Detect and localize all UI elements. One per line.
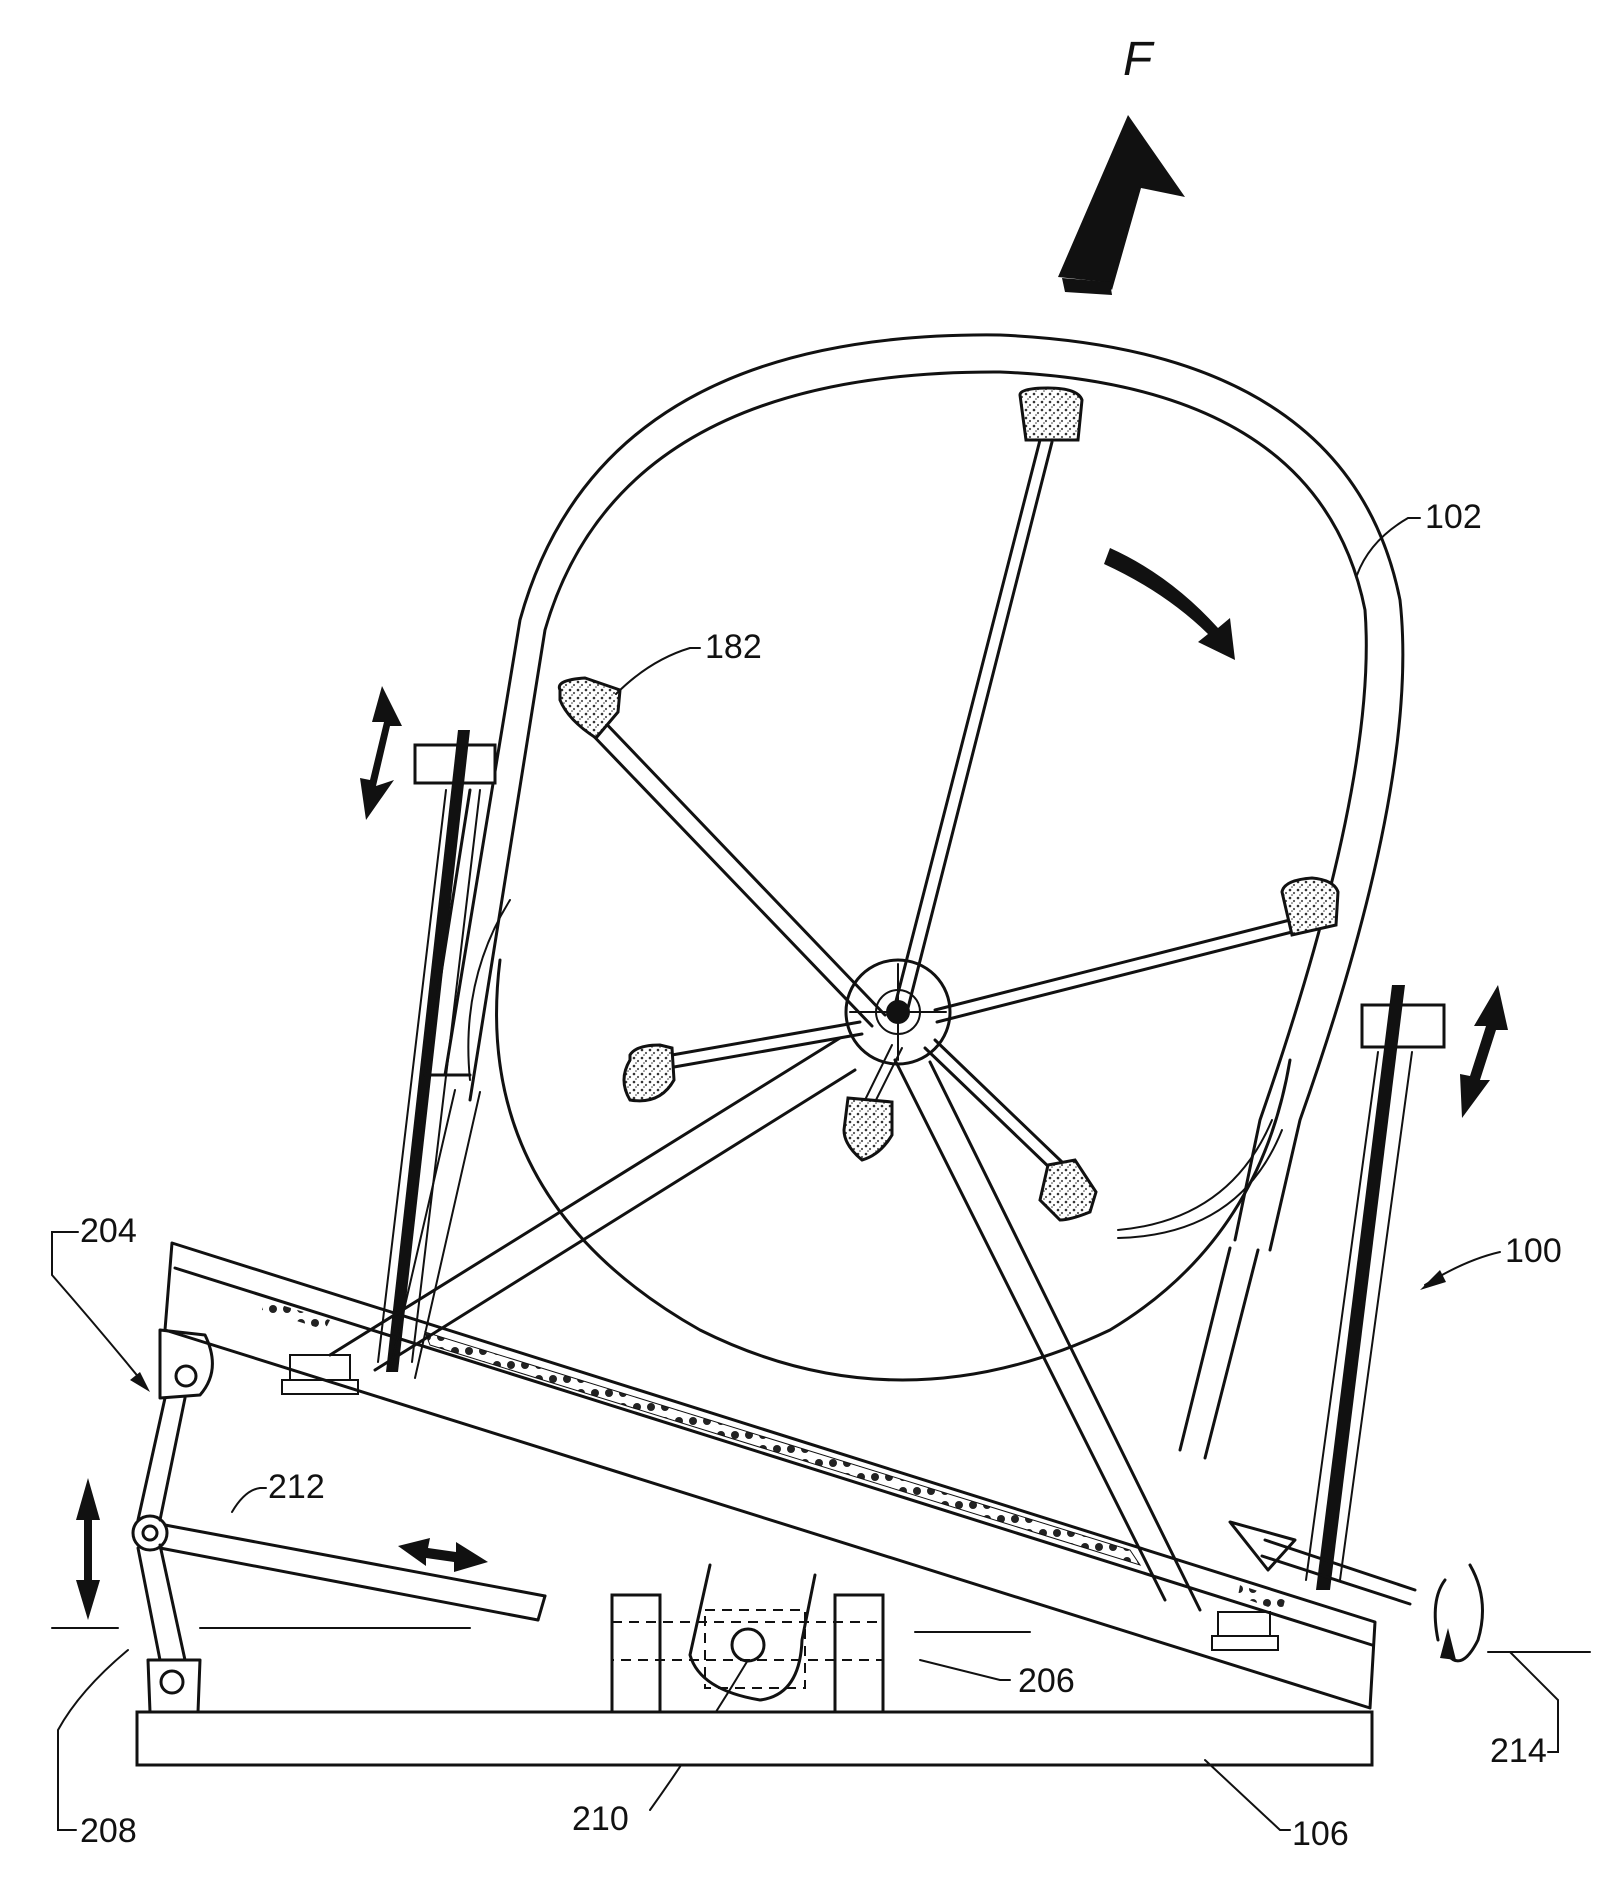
bucket-leader xyxy=(615,647,701,695)
left-brace xyxy=(423,788,472,1077)
tilted-frame xyxy=(163,1241,1377,1710)
wheel-leader xyxy=(1356,517,1421,576)
right-shaft xyxy=(1228,1520,1417,1606)
force-arrow xyxy=(1058,115,1185,295)
struts xyxy=(328,1036,1260,1612)
wheel-housing xyxy=(443,333,1405,1252)
left-adjust-arrow xyxy=(360,686,402,820)
inner-drum xyxy=(467,899,1292,1382)
pivot-base xyxy=(610,1563,885,1717)
bucket-bottom xyxy=(842,1096,894,1162)
axis-leader xyxy=(1509,1651,1559,1753)
linkage-label: 204 xyxy=(80,1212,137,1250)
bucket-label: 182 xyxy=(705,628,762,666)
pivot-base-leader xyxy=(919,1659,1011,1681)
lower-pivot-leader xyxy=(57,1649,129,1831)
hub xyxy=(844,958,952,1066)
base-label: 106 xyxy=(1292,1815,1349,1853)
arm-slide-arrow xyxy=(398,1538,488,1572)
right-adjuster xyxy=(1211,985,1446,1651)
arm xyxy=(158,1523,547,1622)
linkage-leader-arrowhead xyxy=(130,1372,150,1392)
ground-base xyxy=(135,1710,1374,1767)
lower-pivot-label: 208 xyxy=(80,1812,137,1850)
right-adjust-arrow xyxy=(1460,985,1508,1118)
axis-label: 214 xyxy=(1490,1732,1547,1770)
linkage-adjust-arrow xyxy=(76,1478,100,1620)
arm-label: 212 xyxy=(268,1468,325,1506)
pivot-base-label: 206 xyxy=(1018,1662,1075,1700)
reference-lines xyxy=(51,1627,1591,1653)
spokes xyxy=(580,438,1294,1172)
bucket-lower-right xyxy=(1038,1158,1098,1222)
base-leader xyxy=(1204,1759,1291,1831)
apparatus-label: 100 xyxy=(1505,1232,1562,1270)
rotation-axis-arrow xyxy=(1433,1563,1484,1663)
wheel-label: 102 xyxy=(1425,498,1482,536)
bucket-right xyxy=(1280,876,1340,937)
bucket-left xyxy=(557,676,622,740)
bucket-top xyxy=(1018,386,1084,442)
arm-leader xyxy=(231,1487,267,1513)
rotation-arrow xyxy=(1104,548,1235,660)
bucket-lower-left xyxy=(622,1043,676,1103)
apparatus-leader-arrowhead xyxy=(1420,1270,1446,1290)
hinge-label: 210 xyxy=(572,1800,629,1838)
force-label: F xyxy=(1123,33,1155,86)
linkage-leader xyxy=(51,1231,146,1386)
